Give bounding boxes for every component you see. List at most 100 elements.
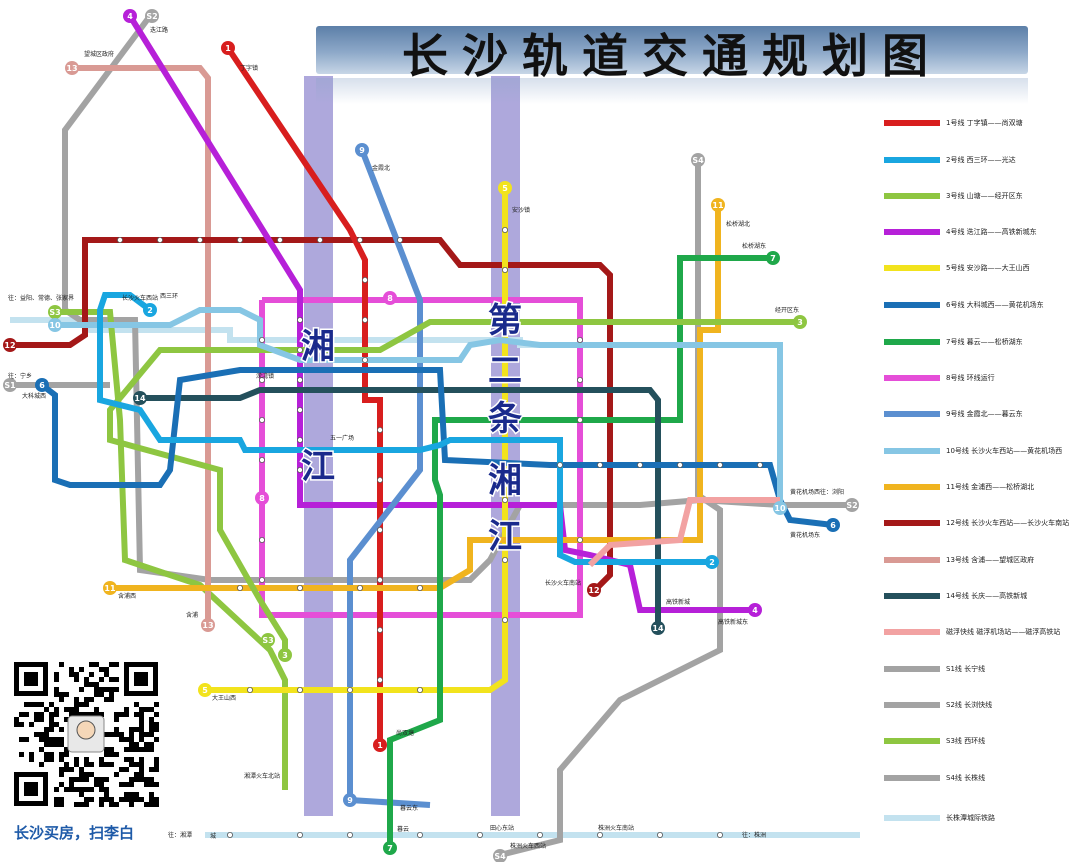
qr-module (99, 797, 104, 802)
qr-module (79, 767, 84, 772)
qr-module (59, 697, 64, 702)
qr-module (79, 792, 84, 797)
legend-label: S1线 长宁线 (946, 665, 986, 673)
qr-module (129, 792, 134, 797)
qr-module (64, 752, 69, 757)
qr-module (154, 767, 159, 772)
qr-module (44, 757, 49, 762)
map-title: 长沙轨道交通规划图 (402, 29, 942, 83)
qr-module (64, 717, 69, 722)
terminal-badge (48, 318, 62, 332)
terminal-badge-label: 7 (387, 844, 393, 853)
qr-module (114, 717, 119, 722)
legend-label: 12号线 长沙火车西站——长沙火车南站 (946, 519, 1070, 527)
qr-module (114, 752, 119, 757)
terminal-badge (143, 303, 157, 317)
qr-module (84, 677, 89, 682)
qr-module (154, 797, 159, 802)
terminal-badge (493, 849, 507, 862)
station-dot (356, 236, 363, 243)
qr-module (114, 712, 119, 717)
qr-module (129, 802, 134, 807)
station-dot (361, 276, 368, 283)
terminal-badge-label: 4 (127, 12, 133, 21)
qr-module (89, 772, 94, 777)
qr-module (139, 732, 144, 737)
station-dot (376, 627, 383, 634)
qr-module (109, 747, 114, 752)
terminal-badge-label: 7 (770, 254, 776, 263)
qr-module (89, 662, 94, 667)
qr-module (99, 802, 104, 807)
qr-module (144, 742, 149, 747)
legend-label: 11号线 金浦西——松桥湖北 (946, 483, 1035, 491)
qr-module (109, 752, 114, 757)
qr-finder-core (24, 672, 38, 686)
qr-module (34, 717, 39, 722)
terminal-badge-label: 12 (4, 341, 15, 350)
qr-module (99, 787, 104, 792)
station-dot (296, 406, 303, 413)
legend-swatch (884, 815, 940, 821)
line-3 (107, 319, 800, 655)
station-dot (236, 236, 243, 243)
station-dot (557, 461, 564, 468)
line-11 (110, 205, 721, 591)
qr-module (119, 712, 124, 717)
qr-module (89, 797, 94, 802)
qr-module (114, 727, 119, 732)
qr-module (114, 687, 119, 692)
terminal-badge (278, 648, 292, 662)
station-dot (236, 585, 243, 592)
qr-module (59, 772, 64, 777)
line-6 (40, 367, 834, 528)
qr-module (94, 707, 99, 712)
station-label: 高铁新城 (666, 598, 690, 606)
qr-avatar-face (76, 720, 96, 740)
qr-module (114, 802, 119, 807)
qr-module (149, 722, 154, 727)
terminal-badge (383, 291, 397, 305)
qr-module (119, 797, 124, 802)
station-label: 经开区东 (775, 306, 799, 314)
legend-label: 磁浮快线 磁浮机场站——磁浮高铁站 (946, 628, 1061, 636)
qr-module (149, 742, 154, 747)
qr-module (104, 777, 109, 782)
qr-module (84, 772, 89, 777)
qr-module (149, 802, 154, 807)
station-label: 大王山西 (212, 694, 236, 702)
terminal-badge-label: 13 (66, 64, 77, 73)
qr-module (129, 762, 134, 767)
line-maglev (587, 497, 780, 568)
legend-label: 8号线 环线运行 (946, 374, 995, 382)
terminal-badge-label: 11 (712, 201, 724, 210)
qr-module (74, 762, 79, 767)
legend-label: 9号线 金霞北——暮云东 (946, 410, 1023, 418)
station-label: 安沙镇 (512, 206, 530, 214)
station-label: 松桥湖北 (726, 220, 750, 228)
qr-module (64, 787, 69, 792)
qr-module (129, 797, 134, 802)
legend-item: 10号线 长沙火车西站——黄花机场西 (884, 444, 1062, 458)
qr-module (154, 802, 159, 807)
terminal-badge (845, 498, 859, 512)
qr-module (84, 777, 89, 782)
terminal-badge-label: S4 (692, 156, 704, 165)
legend-item: 9号线 金霞北——暮云东 (884, 407, 1023, 421)
terminal-badge-label: 2 (147, 306, 153, 315)
qr-module (124, 737, 129, 742)
legend-swatch (884, 702, 940, 708)
terminal-badge-label: 9 (347, 796, 353, 805)
qr-module (104, 732, 109, 737)
legend-item: 6号线 大科城西——黄花机场东 (884, 298, 1044, 312)
qr-module (49, 712, 54, 717)
legend-label: 2号线 西三环——光达 (946, 156, 1016, 164)
legend-item: 5号线 安沙路——大王山西 (884, 261, 1030, 275)
qr-module (104, 672, 109, 677)
qr-module (129, 727, 134, 732)
legend-label: S4线 长株线 (946, 774, 986, 782)
second-xiangjiang-label: 条 (488, 399, 522, 439)
terminal-badge (705, 555, 719, 569)
qr-module (79, 667, 84, 672)
